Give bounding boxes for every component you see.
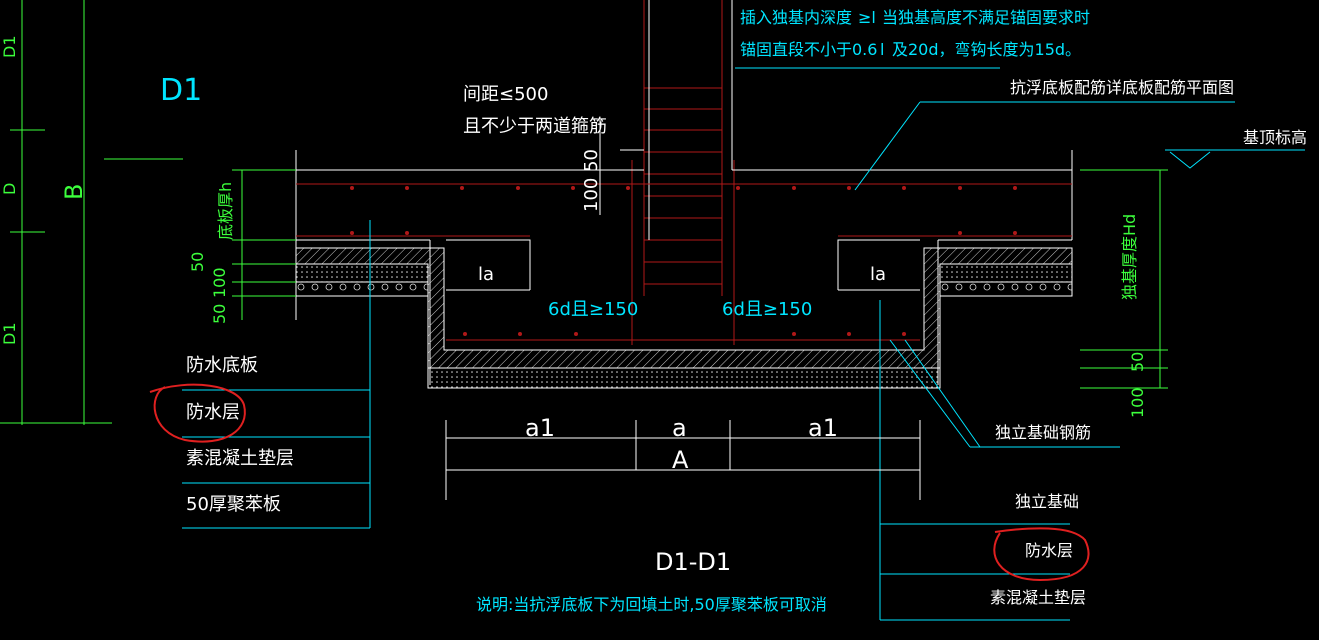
anchor-note-4: 及20d，弯钩长度为15d。 (892, 40, 1082, 59)
dim-50-b: 50 (210, 303, 229, 324)
legend-left-item-2: 素混凝土垫层 (186, 448, 294, 469)
d1-left-top: D1 (0, 35, 19, 59)
slab-rebar (296, 183, 1072, 341)
insert-depth-label: 插入独基内深度 (740, 8, 853, 27)
dimension-lines (445, 120, 921, 500)
a-mid-label: a (672, 414, 687, 442)
la-left-label: la (478, 264, 495, 285)
hook-right-label: 6d且≥150 (722, 299, 813, 320)
top-elevation-label: 基顶标高 (1243, 128, 1308, 147)
dim-50-c: 50 (1128, 351, 1147, 372)
dim-100-c: 100 (1128, 387, 1147, 418)
legend-right-item-0: 独立基础 (1015, 492, 1080, 511)
left-dimension-lines (0, 0, 183, 425)
anchor-note-1: 当独基高度不满足锚固要求时 (882, 8, 1091, 27)
d1-left-bottom: D1 (0, 322, 19, 346)
b-big-label: B (60, 183, 88, 200)
foundation-thickness-label: 独基厚度Hd (1120, 213, 1139, 300)
legend-left-item-3: 50厚聚苯板 (186, 494, 281, 515)
stirrups-label: 且不少于两道箍筋 (463, 116, 607, 137)
layers (295, 247, 1073, 389)
slab-thickness-label: 底板厚h (216, 181, 235, 240)
leader-lines (182, 67, 1305, 621)
highlight-circles (149, 383, 1090, 582)
rebar-dots (350, 186, 1017, 336)
hook-left-label: 6d且≥150 (548, 299, 639, 320)
a1-right-label: a1 (808, 414, 838, 442)
column-white-lines (648, 0, 1073, 240)
rebar-label: 独立基础钢筋 (995, 423, 1092, 442)
dim-100-a: 100 (210, 267, 229, 298)
legend-left-item-1: 防水层 (186, 402, 240, 423)
ge-sign: ≥l (858, 8, 876, 27)
dim-100-50: 100 50 (581, 149, 602, 212)
note-text: 说明:当抗浮底板下为回填土时,50厚聚苯板可取消 (476, 595, 827, 614)
dim-50-a: 50 (188, 251, 207, 272)
section-title: D1-D1 (655, 548, 732, 576)
la-boxes (446, 239, 920, 291)
spacing-label: 间距≤500 (463, 84, 549, 105)
legend-right-item-1: 防水层 (1025, 541, 1074, 560)
legend-left-item-0: 防水底板 (186, 355, 258, 376)
a-total-label: A (672, 446, 689, 474)
legend-right-item-2: 素混凝土垫层 (990, 588, 1087, 607)
b-left: D (0, 182, 19, 195)
anchor-note-3: l (880, 40, 885, 59)
column-outline (631, 0, 735, 345)
slab-note: 抗浮底板配筋详底板配筋平面图 (1010, 78, 1235, 97)
a1-left-label: a1 (525, 414, 555, 442)
anchor-note-2: 锚固直段不小于0.6 (740, 40, 878, 59)
la-right-label: la (870, 264, 887, 285)
d1-label: D1 (160, 73, 203, 108)
green-dimension-lines (232, 169, 1168, 389)
